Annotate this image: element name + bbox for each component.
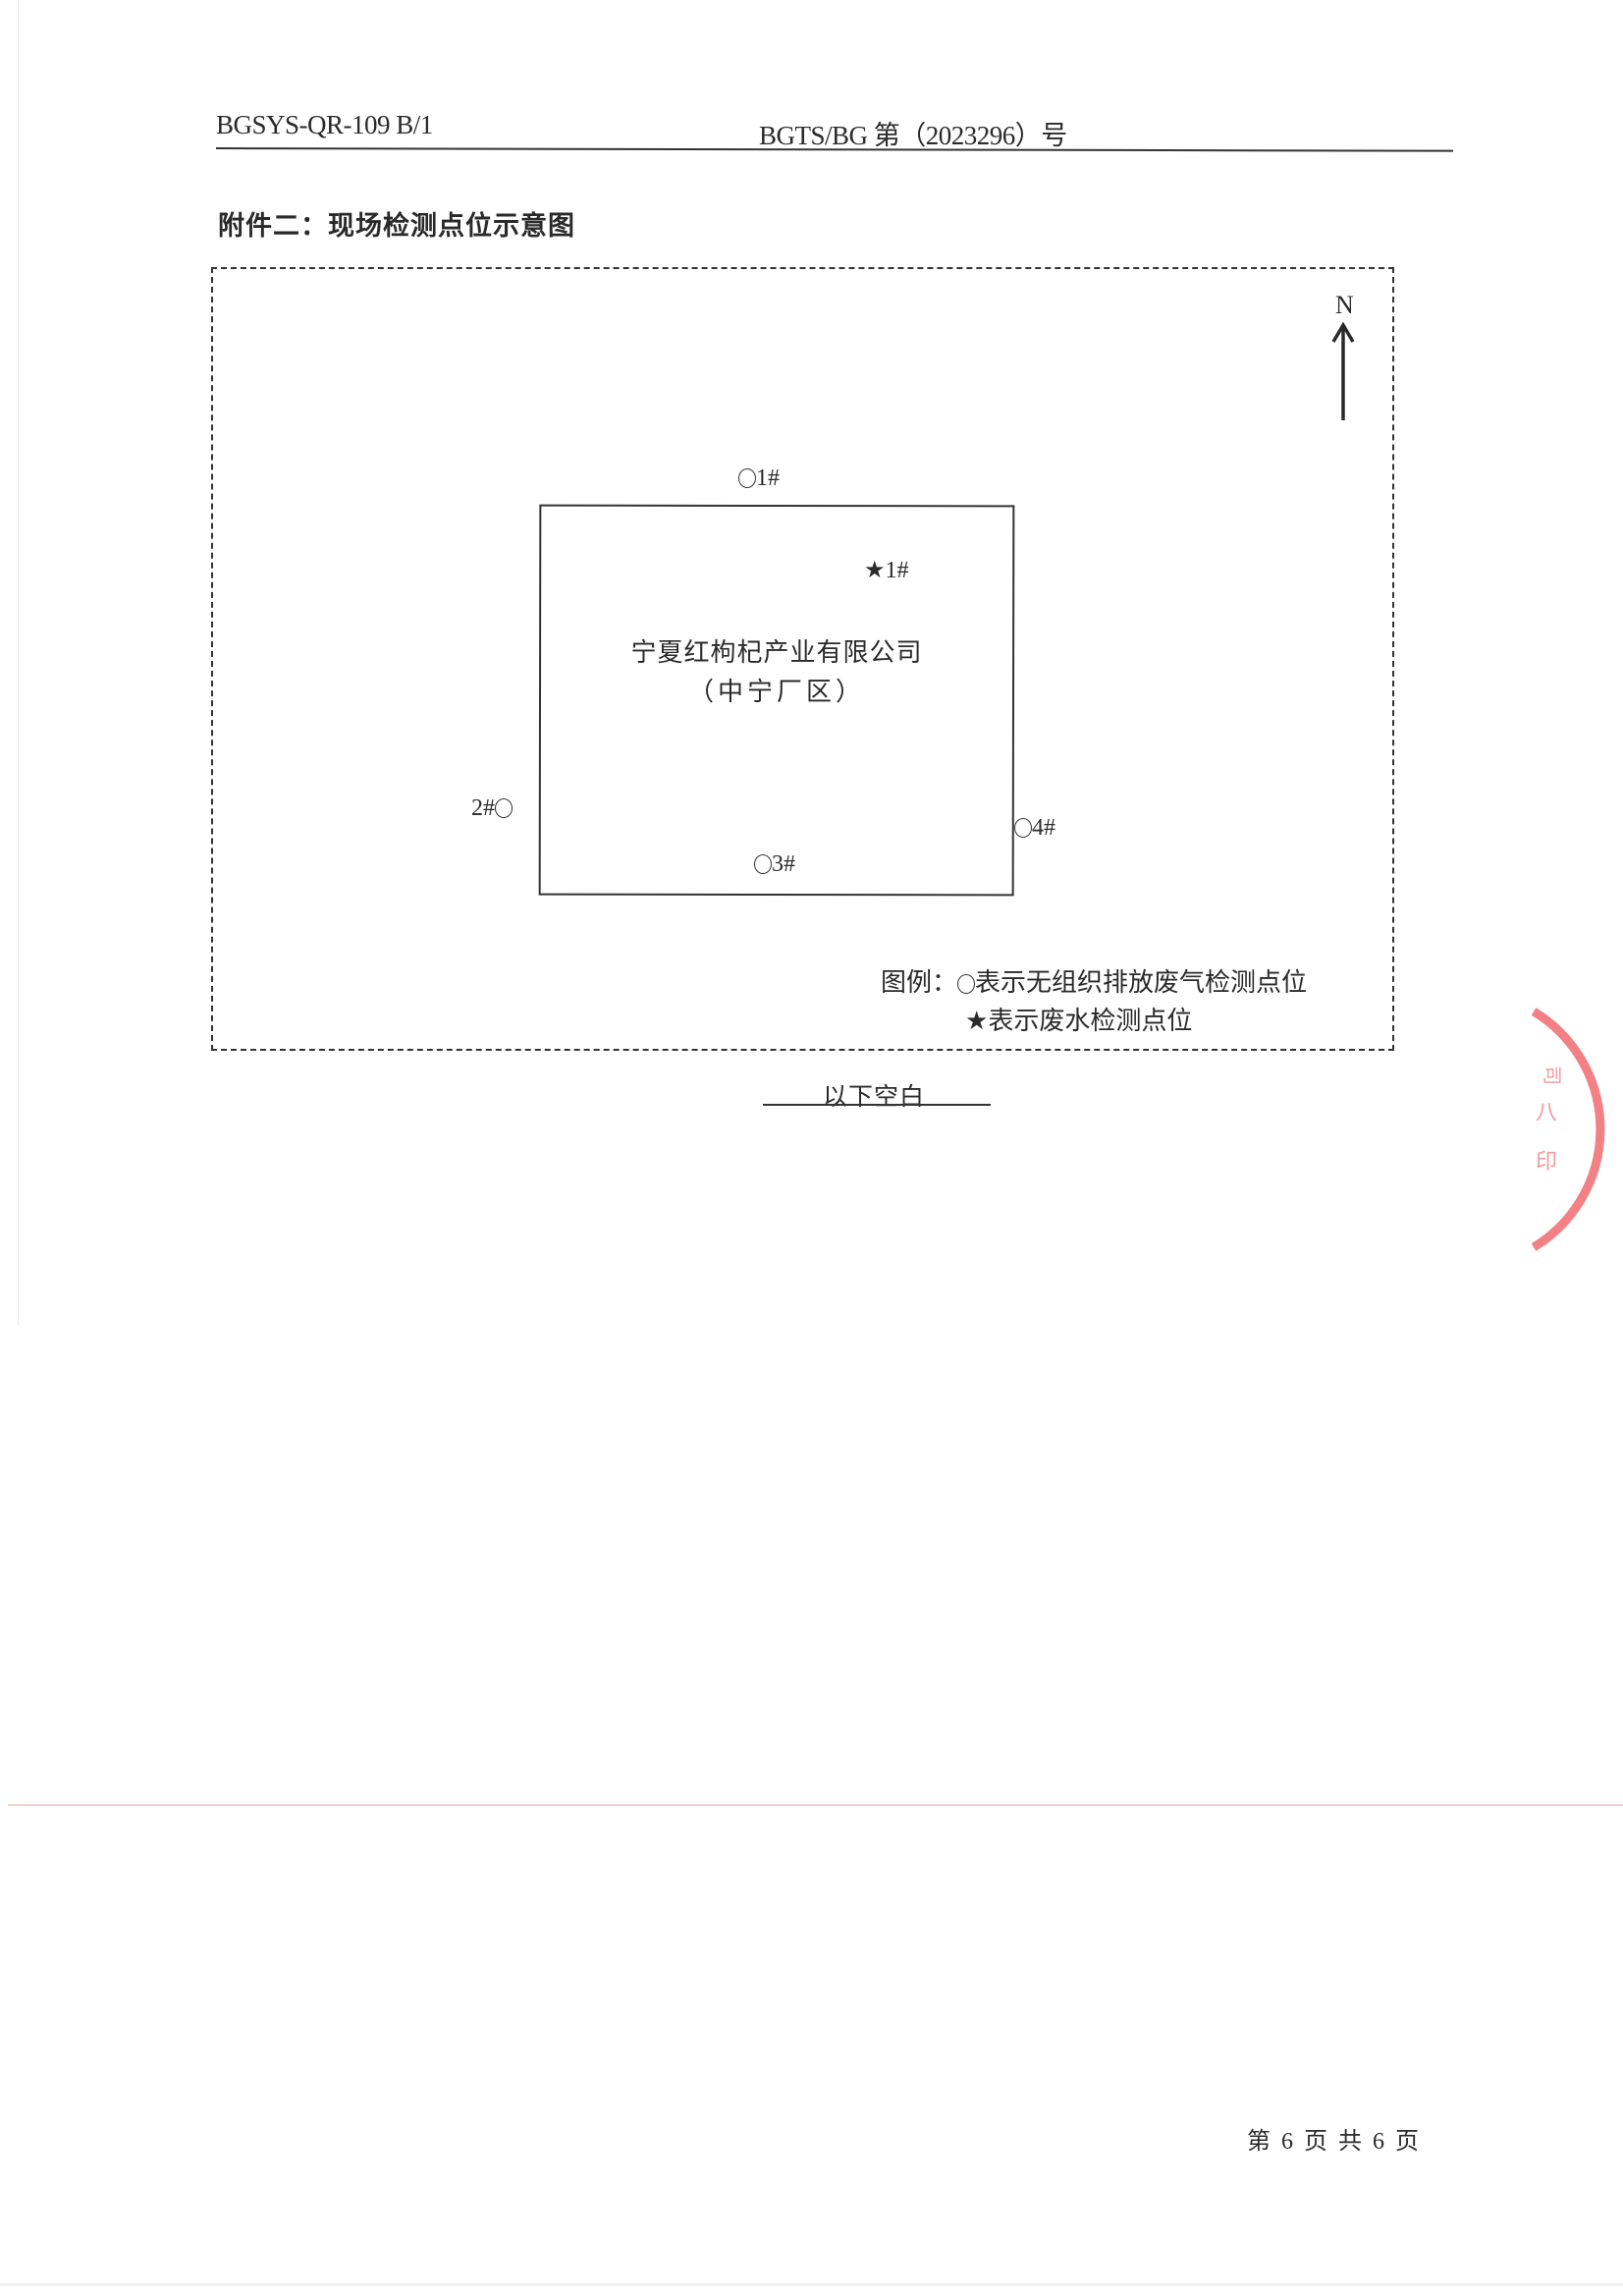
svg-text:八: 八 <box>1536 1101 1557 1125</box>
svg-text:印: 印 <box>1536 1150 1557 1175</box>
legend-water: ★表示废水检测点位 <box>965 1001 1192 1037</box>
scan-bottom-edge <box>0 2283 1623 2286</box>
legend-water-text: 表示废水检测点位 <box>988 1007 1193 1036</box>
site-name: 宁夏红枸杞产业有限公司 <box>630 638 923 668</box>
gas-point-2: 2# <box>471 795 513 822</box>
legend-prefix: 图例： <box>881 968 958 998</box>
legend-gas-text: 表示无组织排放废气检测点位 <box>975 968 1308 998</box>
circle-icon <box>738 468 756 488</box>
star-icon: ★ <box>965 1007 989 1036</box>
north-arrow-icon <box>1331 322 1355 420</box>
diagram-frame <box>211 267 1394 1051</box>
svg-text:司: 司 <box>1541 1066 1564 1085</box>
gas-point-3: 3# <box>754 851 795 878</box>
blank-note-underline <box>763 1104 991 1106</box>
scan-margin-line <box>18 0 19 1326</box>
blank-below-note: 以下空白 <box>823 1082 926 1111</box>
gas-point-1: 1# <box>738 465 780 492</box>
current-page: 6 <box>1281 2129 1294 2155</box>
north-label: N <box>1335 291 1354 319</box>
star-icon: ★ <box>864 558 886 583</box>
page-title: 附件二：现场检测点位示意图 <box>218 211 575 242</box>
circle-icon <box>957 974 976 994</box>
form-code: BGSYS-QR-109 B/1 <box>216 110 433 139</box>
total-pages: 6 <box>1373 2129 1385 2155</box>
circle-icon <box>495 798 513 818</box>
circle-icon <box>754 854 772 874</box>
report-number: BGTS/BG 第（2023296）号 <box>759 121 1067 150</box>
site-subname: （中宁厂区） <box>687 678 865 707</box>
legend-gas: 图例： 表示无组织排放废气检测点位 <box>881 962 1307 999</box>
red-seal-stamp-icon: 司 八 印 <box>1532 1008 1605 1251</box>
circle-icon <box>1014 818 1032 838</box>
water-point-1: ★1# <box>864 558 909 583</box>
gas-point-4: 4# <box>1014 815 1055 842</box>
scan-fold-line <box>8 1804 1623 1806</box>
